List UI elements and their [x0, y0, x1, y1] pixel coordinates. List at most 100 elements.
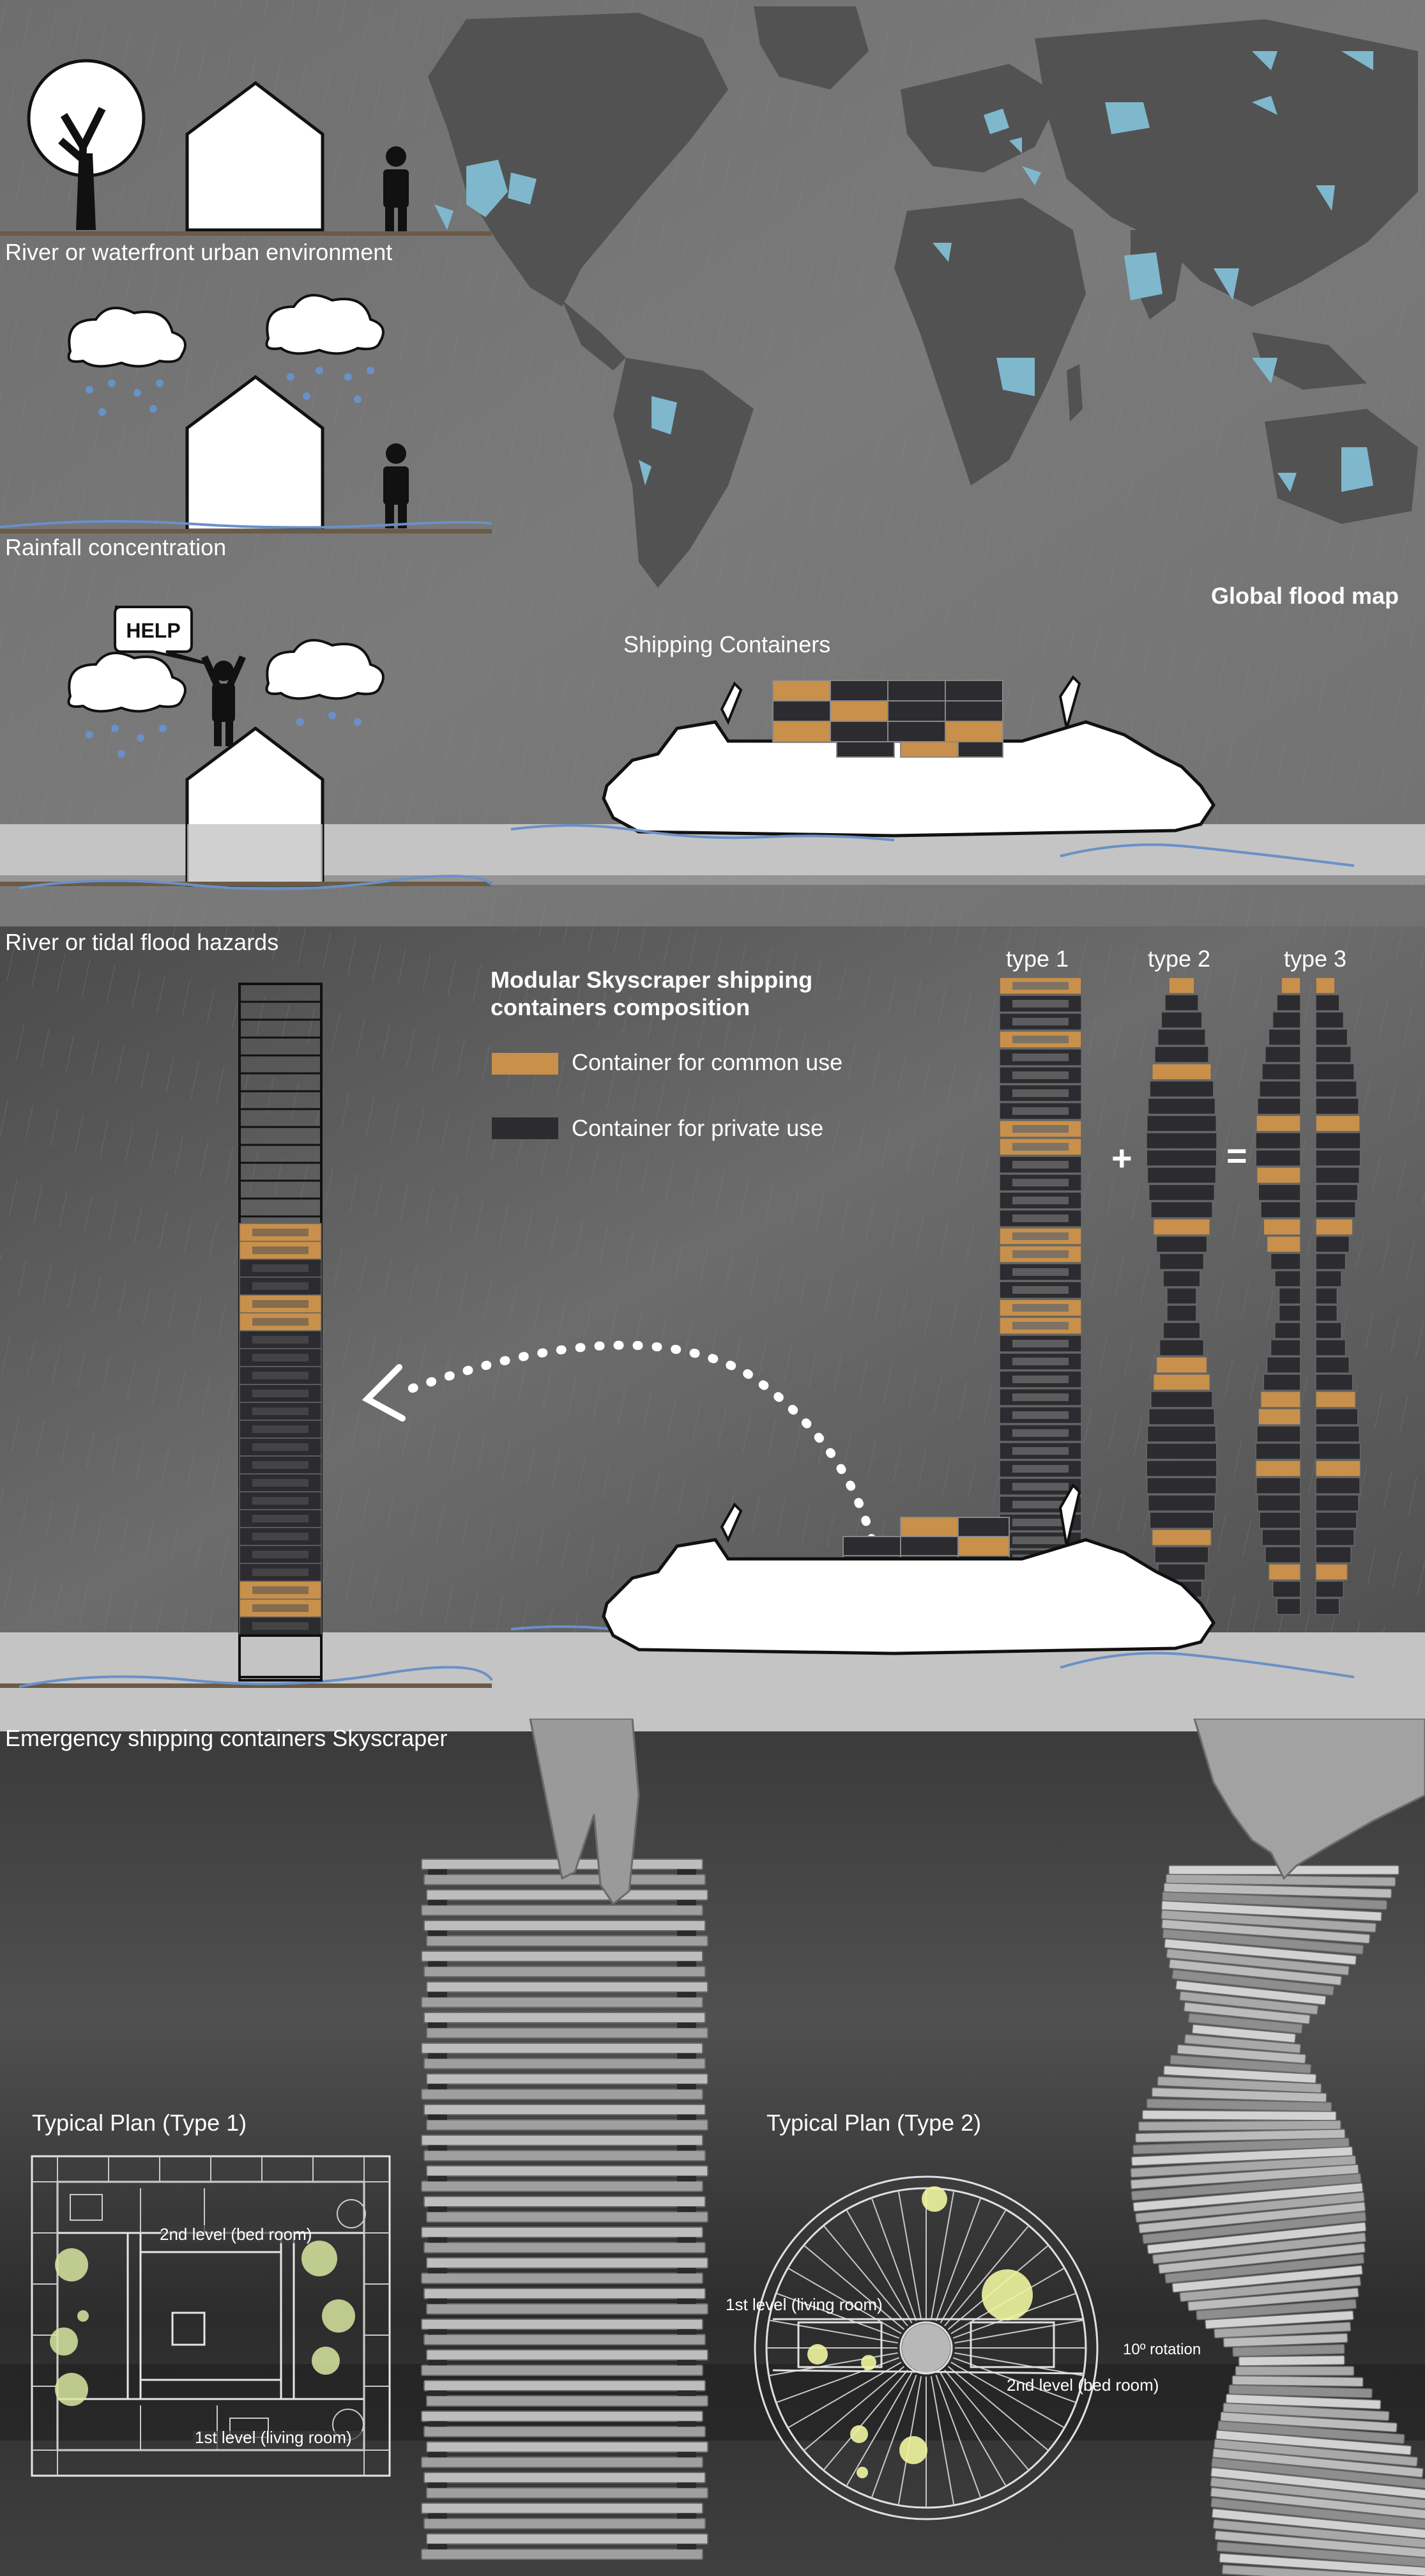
- private-container: [1315, 1115, 1360, 1132]
- plan-type1-title: Typical Plan (Type 1): [32, 2110, 247, 2136]
- private-container: [1315, 1201, 1356, 1218]
- private-container: [1147, 1494, 1216, 1512]
- plan-type2-level1: 1st level (living room): [726, 2295, 883, 2314]
- help-speech-bubble: HELP: [114, 606, 211, 666]
- private-container: [1315, 994, 1340, 1011]
- private-container: [1256, 1477, 1301, 1494]
- private-container: [1315, 1132, 1361, 1149]
- private-container: [1255, 1443, 1301, 1460]
- common-container: [1155, 1356, 1208, 1374]
- private-container: [1315, 1391, 1356, 1408]
- world-flood-map: Global flood map: [428, 6, 1418, 609]
- hand-left: [529, 1719, 640, 1906]
- scenario-rainfall-illustration: [0, 294, 492, 533]
- private-container: [1161, 1011, 1203, 1029]
- private-container: [1270, 1253, 1301, 1270]
- common-container: [1256, 1167, 1301, 1184]
- private-container: [1149, 1080, 1214, 1098]
- private-container: [1278, 1305, 1301, 1322]
- private-container: [1146, 1132, 1217, 1149]
- plan-type1-drawing: [31, 2155, 391, 2477]
- private-container: [1257, 1494, 1301, 1512]
- legend-label-private: Container for private use: [572, 1115, 824, 1141]
- private-container: [1315, 1236, 1350, 1253]
- private-container: [1270, 1339, 1301, 1356]
- private-container: [1147, 1167, 1217, 1184]
- private-container: [1278, 1287, 1301, 1305]
- common-container: [1268, 1563, 1301, 1581]
- cargo-ship: [602, 675, 1216, 838]
- cloud-icon: [67, 294, 385, 368]
- legend-label-common: Container for common use: [572, 1049, 843, 1075]
- private-container: [1274, 1270, 1301, 1287]
- type1-tower: [999, 977, 1082, 1567]
- private-container: [1315, 1563, 1348, 1581]
- common-container: [1281, 977, 1301, 994]
- skyscraper-composition-diagram: [0, 977, 1425, 1731]
- private-container: [1272, 1581, 1301, 1598]
- private-container: [1315, 1356, 1350, 1374]
- svg-text:HELP: HELP: [126, 619, 180, 642]
- private-container: [1268, 1029, 1301, 1046]
- common-container: [1168, 977, 1195, 994]
- scenario-waterfront-illustration: [0, 59, 492, 236]
- private-container: [1265, 1546, 1301, 1563]
- private-container: [1261, 1529, 1301, 1546]
- type3-label: type 3: [1284, 946, 1347, 972]
- private-container: [1315, 1218, 1353, 1236]
- legend-title-line2: containers composition: [491, 994, 751, 1020]
- private-container: [1315, 1287, 1338, 1305]
- house-icon: [185, 80, 324, 232]
- private-container: [1276, 1598, 1301, 1615]
- private-container: [1315, 1322, 1342, 1339]
- private-container: [1258, 1184, 1301, 1201]
- plan-type1-level1: 1st level (living room): [195, 2428, 352, 2447]
- private-container: [1315, 1425, 1360, 1443]
- private-container: [1148, 1408, 1215, 1425]
- private-container: [1315, 1270, 1342, 1287]
- private-container: [1146, 1443, 1217, 1460]
- common-container: [1266, 1236, 1301, 1253]
- common-container: [1151, 1063, 1212, 1080]
- common-container: [1258, 1408, 1301, 1425]
- cargo-ship-loaded: [602, 1483, 1216, 1655]
- private-container: [1315, 1305, 1338, 1322]
- private-container: [1260, 1201, 1301, 1218]
- private-container: [1315, 1529, 1355, 1546]
- hand-right: [1193, 1719, 1425, 1880]
- plan-type2-drawing: [754, 2175, 1099, 2520]
- private-container: [1265, 1046, 1301, 1063]
- common-container: [1153, 1218, 1210, 1236]
- scenario-label-tidal: River or tidal flood hazards: [5, 929, 279, 955]
- equals-sign: =: [1226, 1135, 1247, 1176]
- private-container: [1272, 1011, 1301, 1029]
- private-container: [1315, 1546, 1352, 1563]
- private-container: [1149, 1512, 1214, 1529]
- private-container: [1166, 1305, 1197, 1322]
- dotted-arrow: [404, 1340, 876, 1544]
- private-container: [1315, 1443, 1361, 1460]
- private-container: [1315, 977, 1336, 994]
- shipping-containers-title: Shipping Containers: [623, 631, 831, 657]
- private-container: [1147, 1115, 1217, 1132]
- private-container: [1162, 1322, 1201, 1339]
- common-container: [1255, 1460, 1301, 1477]
- map-title: Global flood map: [1211, 583, 1399, 609]
- legend-title-line1: Modular Skyscraper shipping: [491, 967, 813, 993]
- common-container: [1153, 1374, 1210, 1391]
- type1-label: type 1: [1006, 946, 1069, 972]
- common-container: [1151, 1529, 1212, 1546]
- emergency-skyscraper: [238, 983, 323, 1682]
- skyscraper-caption: Emergency shipping containers Skyscraper: [5, 1725, 448, 1751]
- private-container: [1266, 1356, 1301, 1374]
- private-container: [1315, 1477, 1360, 1494]
- private-container: [1257, 1098, 1301, 1115]
- flood-hazard-band: HELP: [0, 606, 1425, 891]
- help-person-icon: [201, 656, 246, 746]
- private-container: [1276, 994, 1301, 1011]
- private-container: [1255, 1149, 1301, 1167]
- private-container: [1274, 1322, 1301, 1339]
- private-container: [1256, 1425, 1301, 1443]
- private-container: [1315, 1494, 1359, 1512]
- private-container: [1315, 1374, 1353, 1391]
